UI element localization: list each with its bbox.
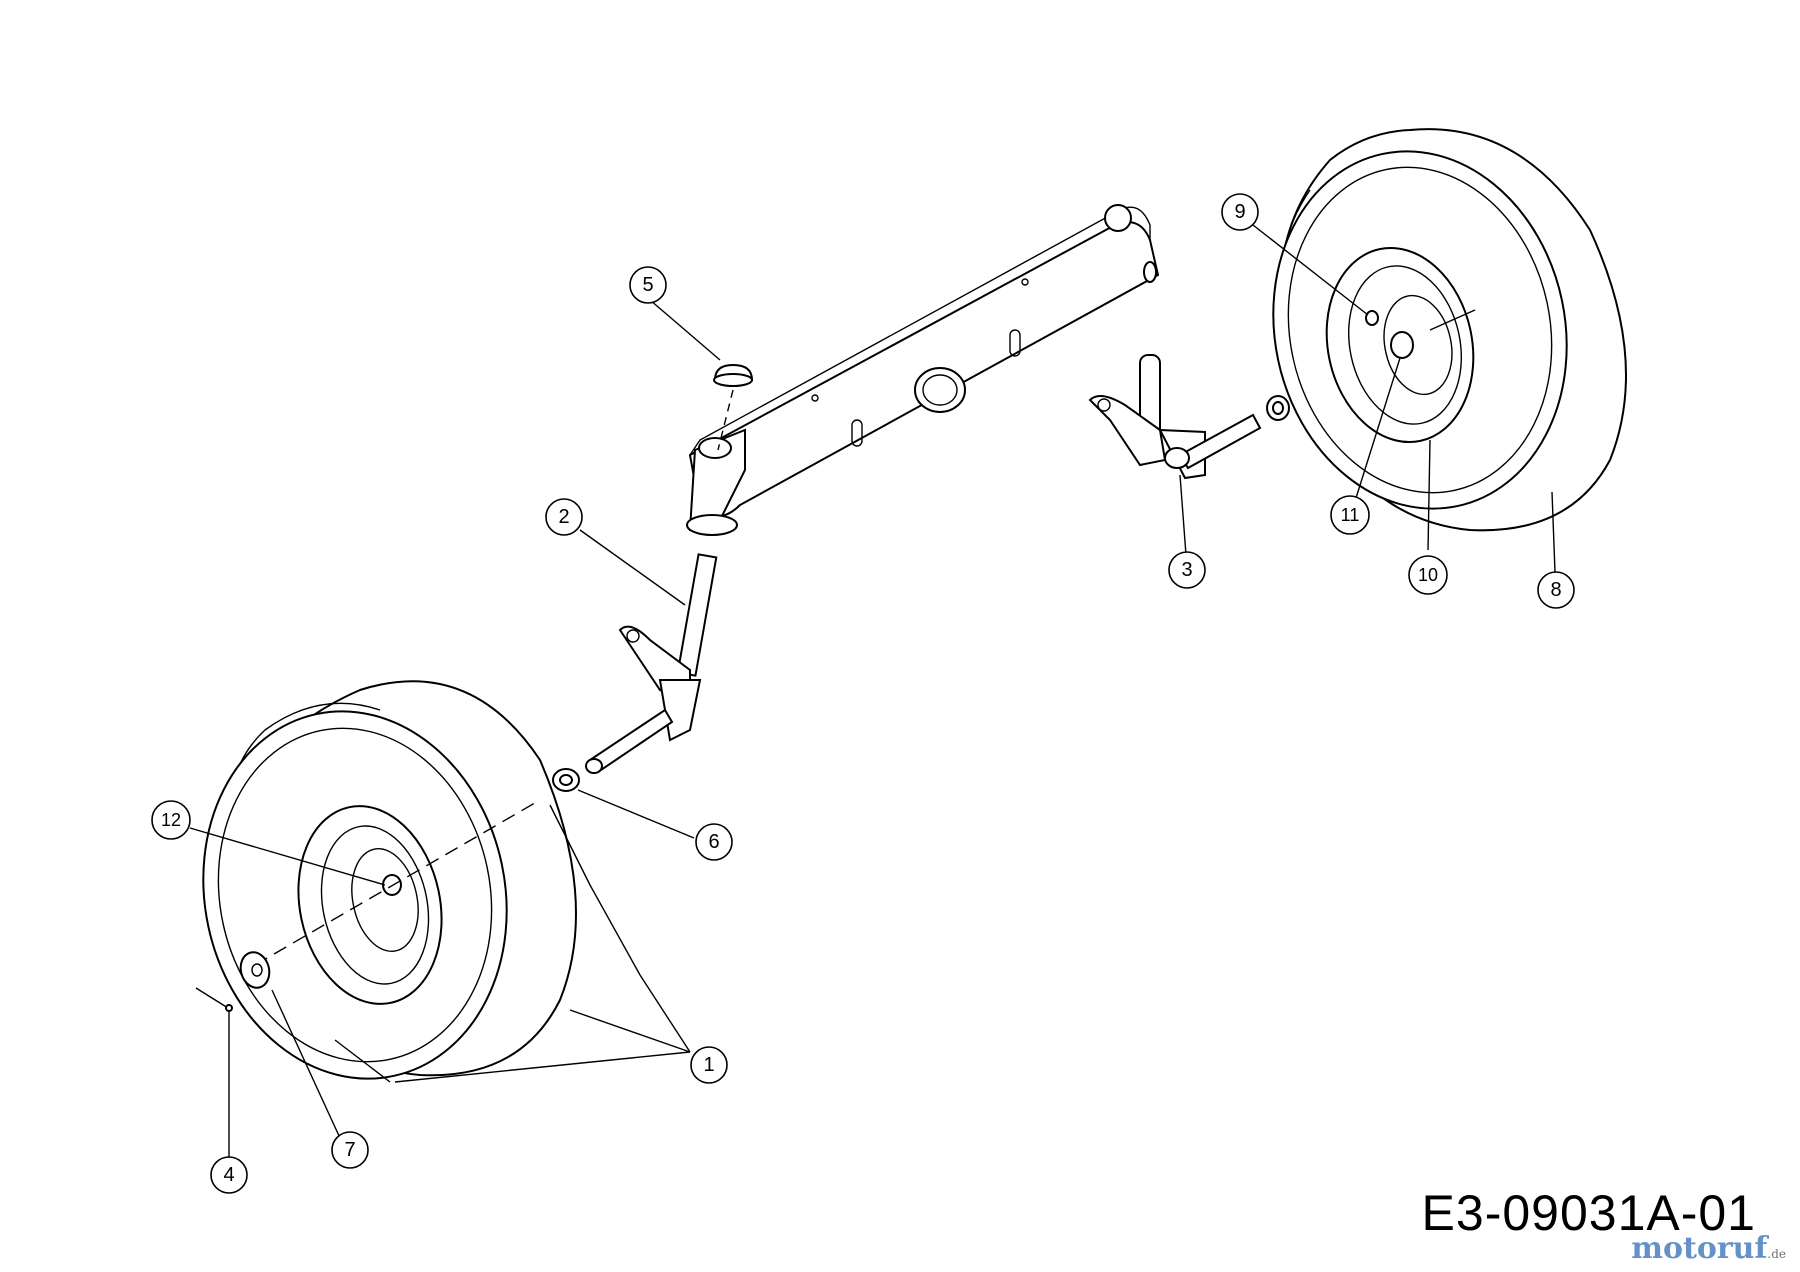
svg-text:6: 6	[708, 831, 719, 853]
left-washer-and-pin	[195, 951, 271, 1012]
svg-text:2: 2	[558, 506, 569, 528]
cap	[713, 363, 754, 451]
svg-text:1: 1	[703, 1054, 714, 1076]
callout-8: 8	[1537, 571, 1575, 609]
washer-left	[552, 768, 580, 792]
callout-11: 11	[1330, 495, 1370, 535]
callout-2: 2	[545, 498, 583, 536]
drawing-code-label: E3-09031A-01	[1421, 1185, 1756, 1241]
callout-5: 5	[629, 266, 667, 304]
watermark-brand: motoruf	[1631, 1231, 1768, 1266]
right-spindle	[1088, 354, 1262, 480]
svg-text:12: 12	[161, 810, 181, 830]
callout-10: 10	[1408, 555, 1448, 595]
svg-text:5: 5	[642, 274, 653, 296]
washer-right	[1266, 395, 1290, 421]
left-spindle	[585, 553, 718, 774]
svg-text:9: 9	[1234, 201, 1245, 223]
callout-4: 4	[210, 1156, 248, 1194]
callout-7: 7	[331, 1131, 369, 1169]
svg-text:7: 7	[344, 1139, 355, 1161]
callout-3: 3	[1168, 551, 1206, 589]
callout-1: 1	[690, 1046, 728, 1084]
axle-beam	[686, 204, 1160, 536]
svg-text:4: 4	[223, 1164, 234, 1186]
callout-6: 6	[695, 823, 733, 861]
svg-text:10: 10	[1418, 565, 1438, 585]
right-wheel	[1272, 128, 1627, 532]
watermark-logo: motoruf.de	[1631, 1231, 1786, 1266]
leader-lines	[189, 224, 1556, 1160]
callout-12: 12	[151, 800, 191, 840]
svg-text:8: 8	[1550, 579, 1561, 601]
svg-text:3: 3	[1181, 559, 1192, 581]
callout-9: 9	[1221, 193, 1259, 231]
svg-text:11: 11	[1341, 505, 1360, 525]
left-wheel	[202, 680, 641, 1083]
watermark-tld: .de	[1767, 1247, 1786, 1261]
